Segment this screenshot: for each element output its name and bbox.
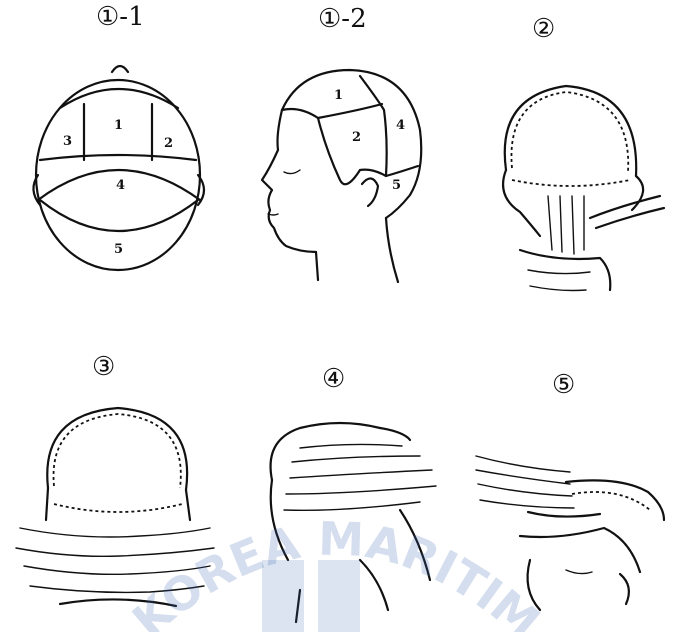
- hair-lifted-front-diagram: [0, 0, 673, 632]
